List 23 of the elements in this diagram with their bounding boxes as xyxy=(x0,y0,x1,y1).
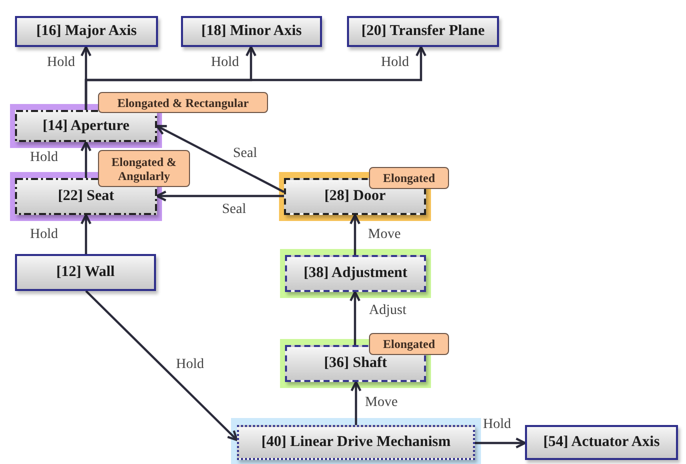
arrow xyxy=(84,46,426,110)
component-box: [12] Wall xyxy=(15,254,156,291)
component-box: [38] Adjustment xyxy=(285,255,426,292)
arrow xyxy=(85,290,238,442)
property-tag: Elongated & Rectangular xyxy=(98,92,268,113)
arrow xyxy=(350,290,360,345)
component-box: [14] Aperture xyxy=(15,110,157,142)
property-tag: Elongated xyxy=(369,167,449,189)
arrow xyxy=(80,140,92,178)
component-box: [40] Linear Drive Mechanism xyxy=(237,425,475,460)
component-box: [20] Transfer Plane xyxy=(347,16,499,47)
arrow xyxy=(156,124,284,193)
arrow xyxy=(350,380,362,425)
edge-label: Adjust xyxy=(368,303,408,319)
arrow xyxy=(80,214,92,254)
property-tag: Elongated & Angularly xyxy=(98,150,190,187)
component-box: [54] Actuator Axis xyxy=(525,425,678,460)
arrow xyxy=(350,214,360,255)
component-box: [18] Minor Axis xyxy=(181,16,322,47)
component-box: [16] Major Axis xyxy=(15,16,158,47)
property-tag: Elongated xyxy=(369,333,449,355)
arrow xyxy=(475,438,526,448)
arrow xyxy=(156,190,284,202)
